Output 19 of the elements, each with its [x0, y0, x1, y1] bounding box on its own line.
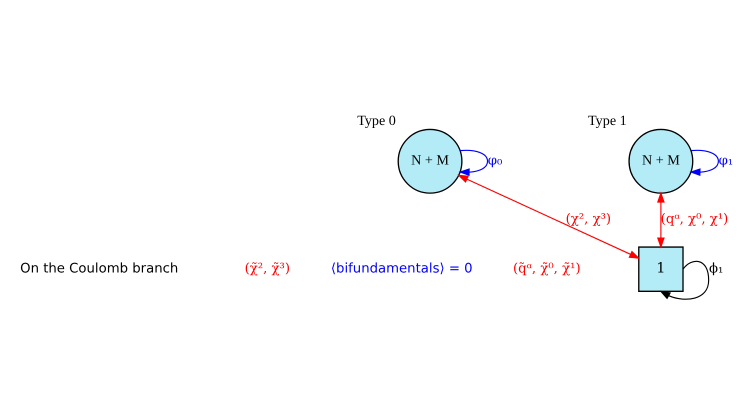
- label: (q̃ᵅ, χ̃⁰, χ̃¹): [512, 261, 581, 276]
- node-label: Type 1: [588, 112, 627, 129]
- edge-label: ϕ₁: [709, 261, 724, 276]
- label: (χ̃², χ̃³): [244, 261, 290, 276]
- arrow: [659, 260, 710, 300]
- node-box: 1: [638, 246, 684, 292]
- edge-label: (χ², χ³): [566, 212, 612, 228]
- edge-label: (qᵅ, χ⁰, χ¹): [660, 212, 728, 228]
- node-circle: N + M: [628, 128, 694, 194]
- edge-label: φ₀: [488, 153, 502, 168]
- label: On the Coulomb branch: [20, 261, 178, 276]
- arrow: [656, 191, 665, 249]
- node-circle: N + M: [398, 128, 463, 194]
- node-label: Type 0: [357, 112, 396, 129]
- arrow: [458, 150, 488, 176]
- edge-label: φ₁: [718, 153, 734, 168]
- arrow: [457, 174, 640, 259]
- label: ⟨bifundamentals⟩ = 0: [330, 261, 473, 276]
- arrow: [689, 150, 719, 176]
